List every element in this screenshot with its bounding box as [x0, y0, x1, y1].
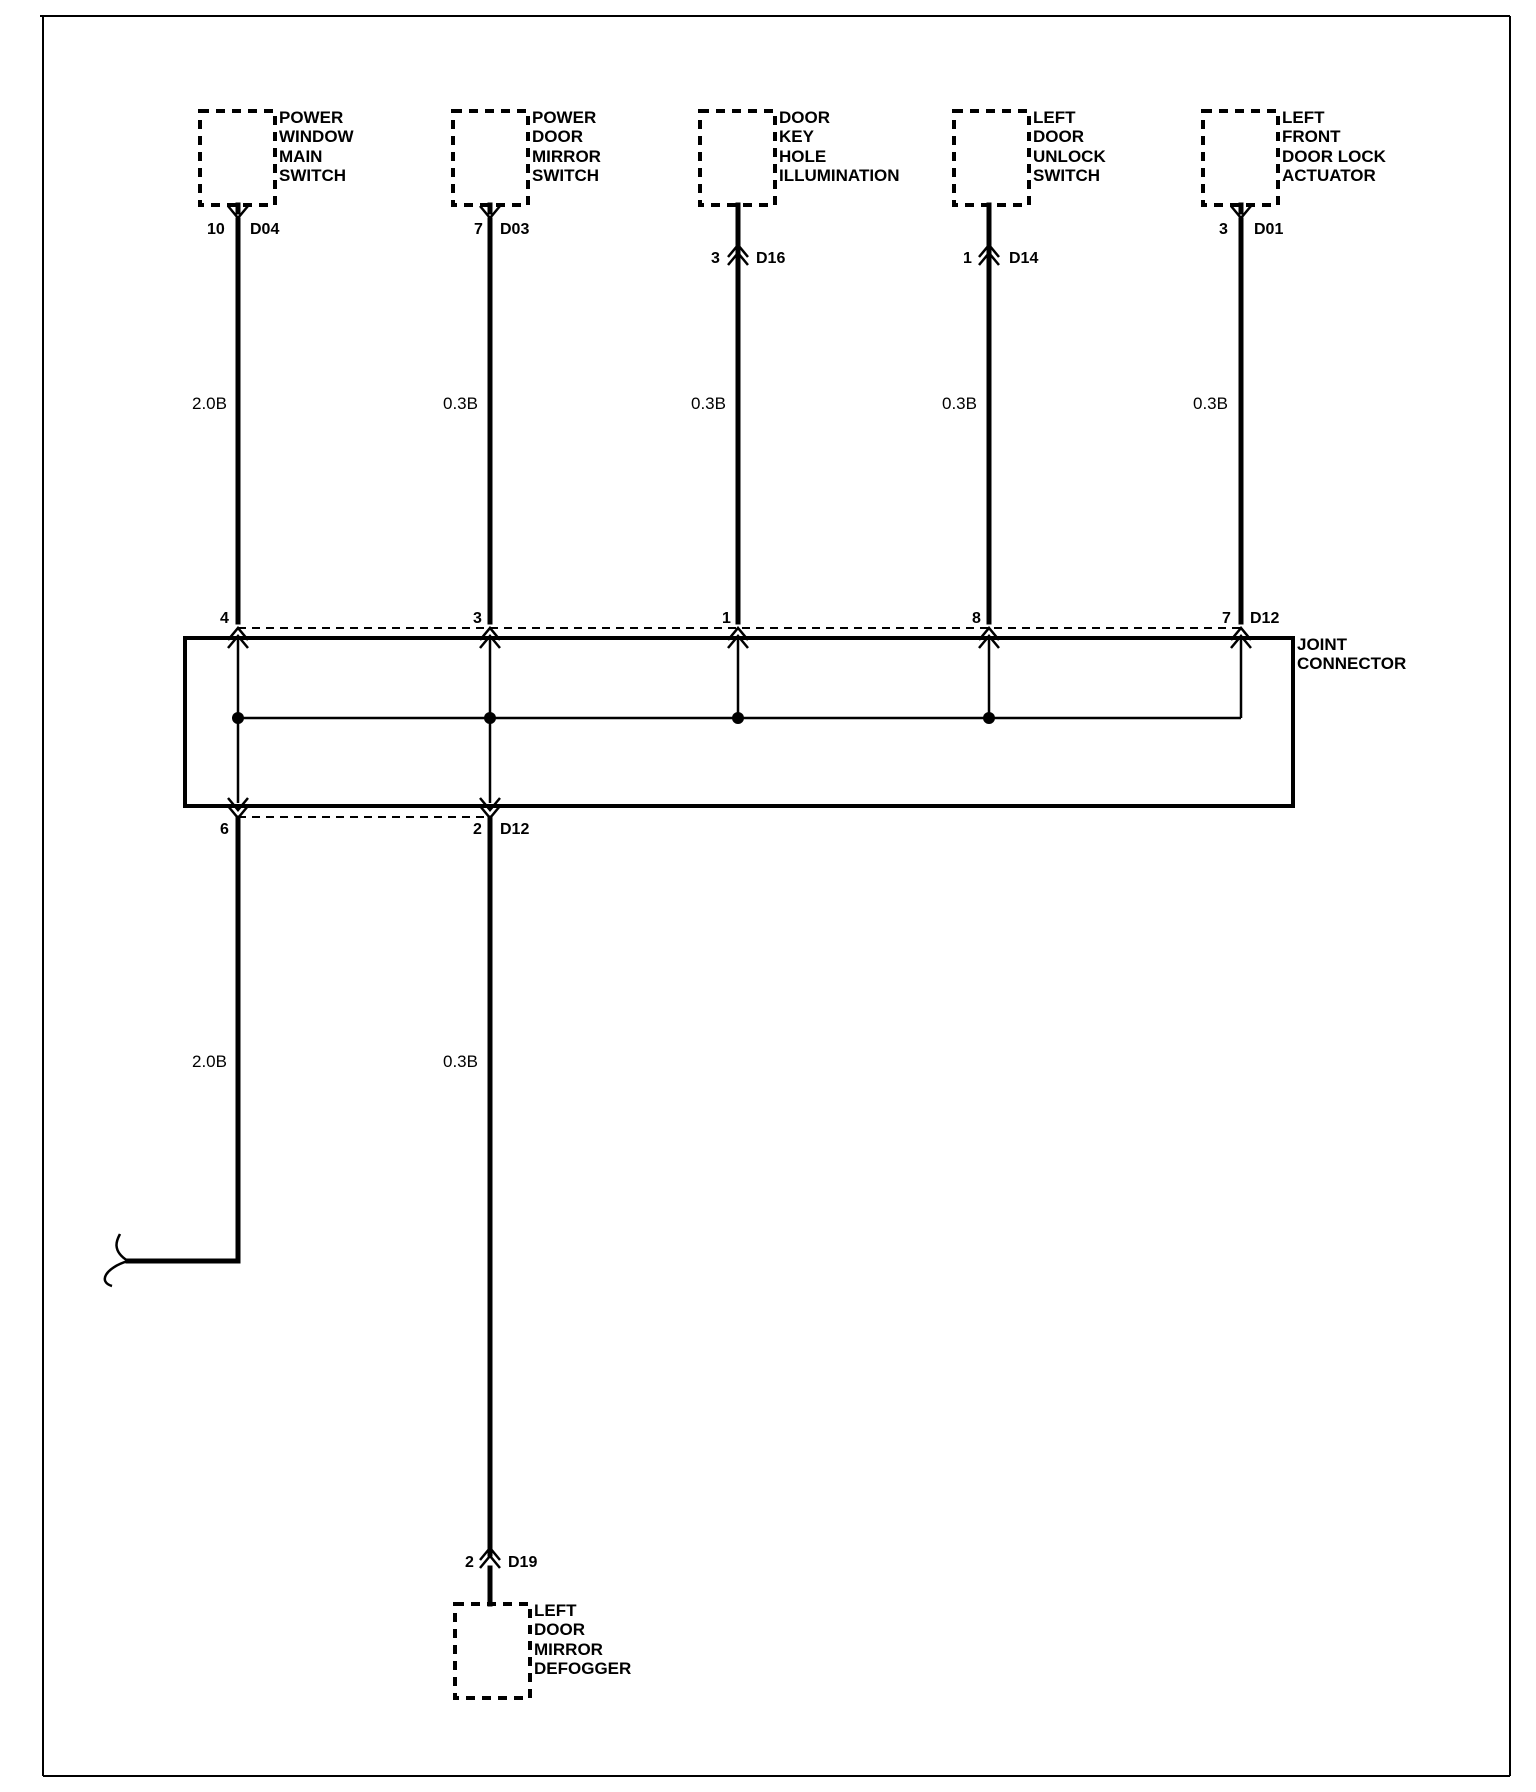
svg-text:DEFOGGER: DEFOGGER	[534, 1659, 631, 1678]
svg-text:DOOR: DOOR	[1033, 127, 1084, 146]
power-door-mirror-switch-box	[451, 109, 530, 207]
splice-dot-2	[484, 712, 496, 724]
svg-text:HOLE: HOLE	[779, 147, 826, 166]
svg-text:MIRROR: MIRROR	[534, 1640, 603, 1659]
wire-label-2: 0.3B	[443, 394, 478, 413]
joint-pin-1: 1	[722, 610, 731, 627]
wire-break-symbol	[103, 1233, 129, 1288]
connector-d01-pin: 3	[1219, 221, 1228, 238]
connector-d04-pin: 10	[207, 221, 225, 238]
connector-d19-id: D19	[508, 1554, 537, 1571]
power-door-mirror-switch-label: POWER DOOR MIRROR SWITCH	[532, 108, 601, 185]
svg-text:SWITCH: SWITCH	[532, 166, 599, 185]
joint-connector-id-top: D12	[1250, 610, 1279, 627]
svg-text:DOOR: DOOR	[534, 1620, 585, 1639]
connector-d16-id: D16	[756, 250, 785, 267]
svg-text:DOOR: DOOR	[532, 127, 583, 146]
connector-d04-id: D04	[250, 221, 279, 238]
svg-text:ILLUMINATION: ILLUMINATION	[779, 166, 900, 185]
connector-d14-id: D14	[1009, 250, 1038, 267]
svg-text:MAIN: MAIN	[279, 147, 322, 166]
svg-text:FRONT: FRONT	[1282, 127, 1341, 146]
wire-label-7: 0.3B	[443, 1052, 478, 1071]
door-key-hole-illumination-label: DOOR KEY HOLE ILLUMINATION	[779, 108, 900, 185]
connector-d01-id: D01	[1254, 221, 1283, 238]
joint-pin-6: 6	[220, 821, 229, 838]
connector-d03-pin: 7	[474, 221, 483, 238]
svg-text:SWITCH: SWITCH	[279, 166, 346, 185]
left-front-door-lock-actuator-label: LEFT FRONT DOOR LOCK ACTUATOR	[1282, 108, 1387, 185]
joint-pin-7: 7	[1222, 610, 1231, 627]
joint-connector-label-1: JOINT	[1297, 635, 1348, 654]
svg-text:SWITCH: SWITCH	[1033, 166, 1100, 185]
left-door-unlock-switch-box	[952, 109, 1031, 207]
joint-connector-label-2: CONNECTOR	[1297, 654, 1406, 673]
left-door-unlock-switch-label: LEFT DOOR UNLOCK SWITCH	[1033, 108, 1106, 185]
joint-pin-2: 2	[473, 821, 482, 838]
joint-pin-8: 8	[972, 610, 981, 627]
svg-text:POWER: POWER	[279, 108, 343, 127]
splice-dot-3	[732, 712, 744, 724]
wire-label-4: 0.3B	[942, 394, 977, 413]
svg-text:DOOR LOCK: DOOR LOCK	[1282, 147, 1387, 166]
splice-dot-4	[983, 712, 995, 724]
wire-ground-branch	[125, 815, 241, 1264]
splice-dot-1	[232, 712, 244, 724]
left-door-mirror-defogger-box	[453, 1602, 532, 1700]
left-door-mirror-defogger-label: LEFT DOOR MIRROR DEFOGGER	[534, 1601, 631, 1678]
connector-d14-pin: 1	[963, 250, 972, 267]
svg-text:ACTUATOR: ACTUATOR	[1282, 166, 1376, 185]
connector-d19-pin: 2	[465, 1554, 474, 1571]
wire-label-1: 2.0B	[192, 394, 227, 413]
power-window-main-switch-label: POWER WINDOW MAIN SWITCH	[279, 108, 355, 185]
svg-text:LEFT: LEFT	[1033, 108, 1076, 127]
door-key-hole-illumination-box	[698, 109, 777, 207]
svg-text:UNLOCK: UNLOCK	[1033, 147, 1106, 166]
svg-text:DOOR: DOOR	[779, 108, 830, 127]
joint-connector-id-bottom: D12	[500, 821, 529, 838]
left-front-door-lock-actuator-box	[1201, 109, 1280, 207]
joint-pin-3: 3	[473, 610, 482, 627]
wire-label-6: 2.0B	[192, 1052, 227, 1071]
connector-d16-pin: 3	[711, 250, 720, 267]
svg-text:POWER: POWER	[532, 108, 596, 127]
power-window-main-switch-box	[198, 109, 277, 207]
svg-text:KEY: KEY	[779, 127, 815, 146]
svg-text:LEFT: LEFT	[534, 1601, 577, 1620]
svg-text:LEFT: LEFT	[1282, 108, 1325, 127]
joint-pin-4: 4	[220, 610, 229, 627]
connector-d19-symbol	[479, 1546, 501, 1569]
connector-d03-id: D03	[500, 221, 529, 238]
wire-label-5: 0.3B	[1193, 394, 1228, 413]
wire-label-3: 0.3B	[691, 394, 726, 413]
svg-text:WINDOW: WINDOW	[279, 127, 355, 146]
svg-text:MIRROR: MIRROR	[532, 147, 601, 166]
